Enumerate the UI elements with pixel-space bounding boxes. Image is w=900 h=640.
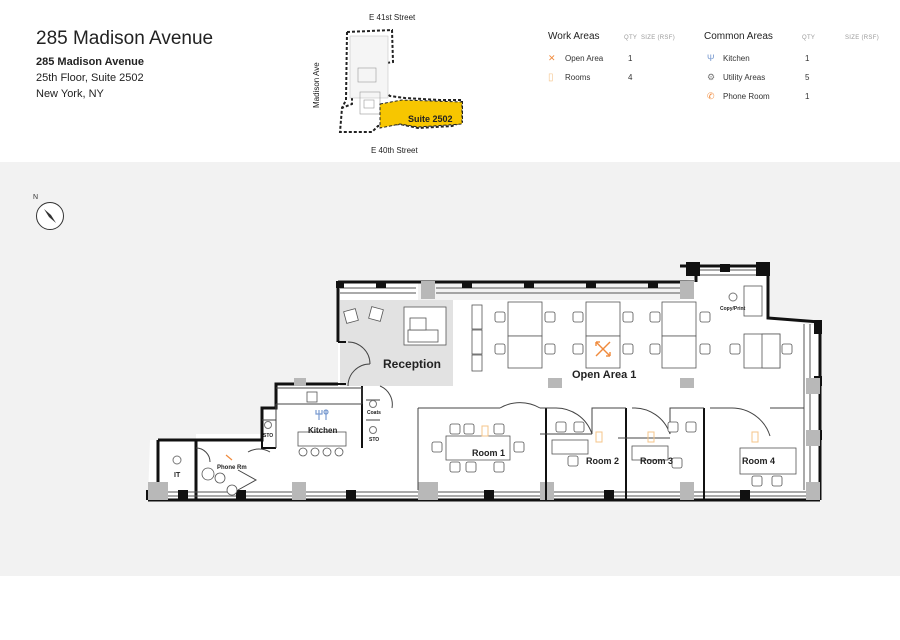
copy-print-label: Copy/Print <box>720 306 746 312</box>
it-label: IT <box>174 472 181 479</box>
footer <box>0 576 900 640</box>
compass-north-label: N <box>33 194 39 201</box>
work-size-header: SIZE (RSF) <box>641 35 675 41</box>
street-top-label: E 41st Street <box>369 13 416 22</box>
building-keymap <box>338 28 463 133</box>
room4-label: Room 4 <box>742 456 776 466</box>
address-line-3: New York, NY <box>36 88 104 100</box>
room3-label: Room 3 <box>640 456 674 466</box>
legend-open-area-label: Open Area <box>565 54 604 63</box>
legend-utility-label: Utility Areas <box>723 73 766 82</box>
utility-icon: ⚙ <box>707 72 716 82</box>
legend-kitchen-label: Kitchen <box>723 54 750 63</box>
suite-label: Suite 2502 <box>408 114 453 124</box>
address-line-2: 25th Floor, Suite 2502 <box>36 72 144 84</box>
legend-utility-qty: 5 <box>805 73 810 82</box>
kitchen-marker-icon <box>315 409 329 420</box>
compass-icon <box>36 202 64 230</box>
common-qty-header: QTY <box>802 35 816 41</box>
reception-label: Reception <box>383 357 442 371</box>
open-area-label: Open Area 1 <box>572 369 637 381</box>
legend-phone-label: Phone Room <box>723 92 770 101</box>
legend-open-area-qty: 1 <box>628 54 633 63</box>
phone-room-label: Phone Rm <box>217 465 247 471</box>
storage-label-1: STO <box>263 433 274 439</box>
kitchen-label: Kitchen <box>308 426 338 435</box>
building-title: 285 Madison Avenue <box>36 28 214 49</box>
legend-rooms-qty: 4 <box>628 73 633 82</box>
header: 285 Madison Avenue 285 Madison Avenue 25… <box>0 0 900 162</box>
rooms-icon: ▯ <box>548 72 554 83</box>
kitchen-icon: Ψ <box>707 53 715 63</box>
legend-kitchen-qty: 1 <box>805 54 810 63</box>
room1-label: Room 1 <box>472 448 506 458</box>
room2-label: Room 2 <box>586 456 620 466</box>
open-area-icon: ✕ <box>548 53 556 63</box>
coats-label: Coats <box>367 410 381 416</box>
street-bottom-label: E 40th Street <box>371 146 418 155</box>
legend-phone-qty: 1 <box>805 92 810 101</box>
common-areas-heading: Common Areas <box>704 31 773 42</box>
legend-rooms-label: Rooms <box>565 73 591 82</box>
phone-marker-icon <box>225 454 233 461</box>
common-size-header: SIZE (RSF) <box>845 35 879 41</box>
work-qty-header: QTY <box>624 35 638 41</box>
open-area-marker-icon <box>595 341 611 357</box>
address-line-1: 285 Madison Avenue <box>36 56 144 68</box>
storage-label-2: STO <box>369 437 380 443</box>
phone-icon: ✆ <box>707 91 715 101</box>
work-areas-heading: Work Areas <box>548 31 600 42</box>
